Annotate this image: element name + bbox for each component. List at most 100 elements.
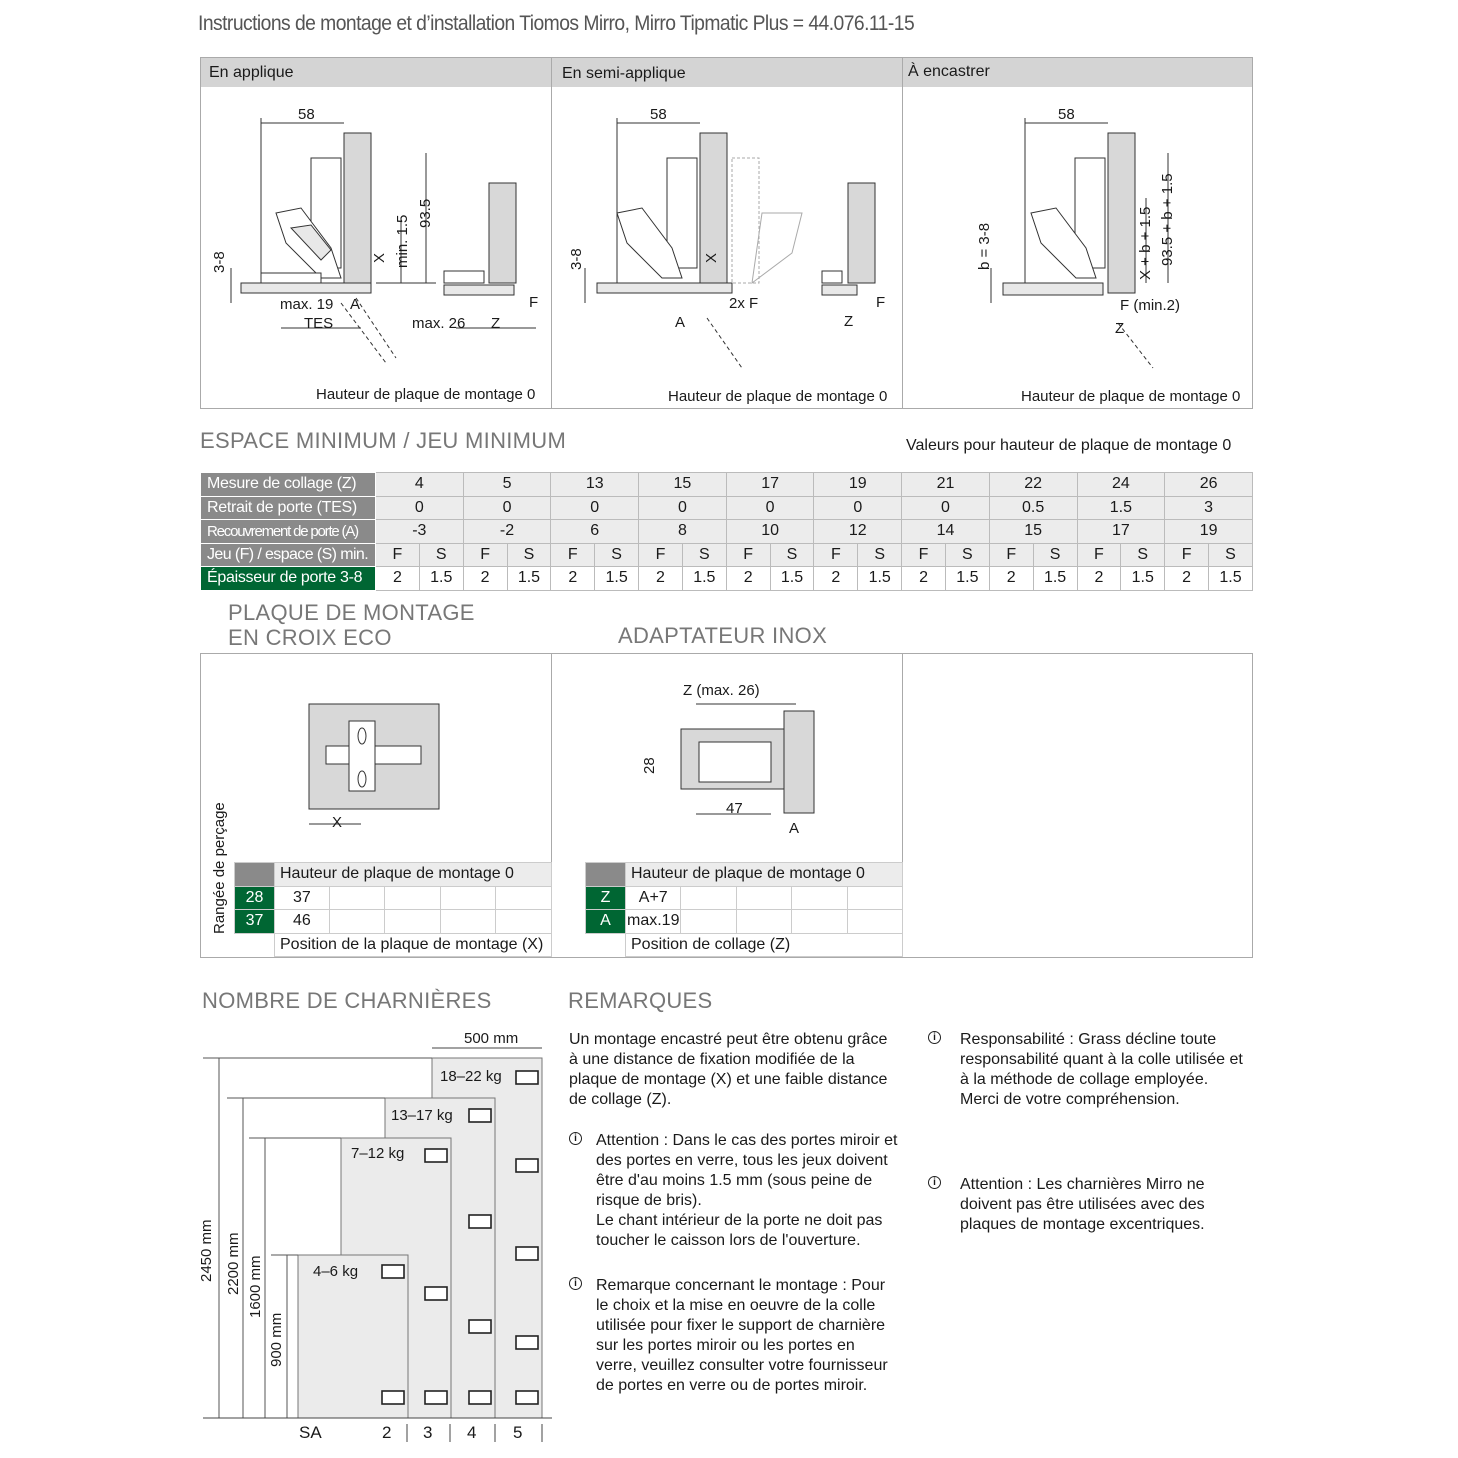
plate-adapter-box: X Rangée de perçage Hauteur de plaque de… bbox=[200, 653, 1253, 958]
table-cell: 1.5 bbox=[1120, 566, 1166, 591]
table-cell: 26 bbox=[1164, 472, 1253, 497]
row-label: Mesure de collage (Z) bbox=[200, 472, 376, 497]
row-label: Épaisseur de porte 3-8 bbox=[200, 566, 376, 591]
dim-x-b: X + b + 1.5 bbox=[1137, 206, 1154, 280]
dim-a: A bbox=[350, 296, 361, 313]
table-cell: S bbox=[1120, 542, 1166, 567]
dim-58: 58 bbox=[650, 106, 667, 123]
table-cell: F bbox=[725, 542, 771, 567]
info-icon: i bbox=[569, 1132, 582, 1145]
table-cell: S bbox=[944, 542, 990, 567]
axis-label: 3 bbox=[423, 1423, 433, 1442]
dim-z: Z bbox=[844, 313, 854, 330]
table-cell: S bbox=[1208, 542, 1253, 567]
table-cell: 0.5 bbox=[988, 495, 1078, 520]
dim-47: 47 bbox=[726, 800, 743, 817]
width-label: 500 mm bbox=[464, 1030, 519, 1047]
dim-z: Z bbox=[1115, 320, 1125, 337]
dim-x: X bbox=[703, 252, 720, 263]
table-cell: 5 bbox=[462, 472, 552, 497]
table-cell: 2 bbox=[725, 566, 771, 591]
hinge-marker-icon bbox=[468, 1108, 492, 1123]
hinge-diagram-semi-applique bbox=[584, 118, 876, 369]
remark-intro: Un montage encastré peut être obtenu grâ… bbox=[569, 1031, 888, 1108]
table-cell: 1.5 bbox=[418, 566, 464, 591]
adapter-table-header: Hauteur de plaque de montage 0 bbox=[625, 862, 903, 887]
height-label: 1600 mm bbox=[247, 1255, 264, 1318]
hinge-marker-icon bbox=[381, 1264, 405, 1279]
hinge-marker-icon bbox=[515, 1158, 539, 1173]
table-cell: 15 bbox=[988, 519, 1078, 544]
axis-label: SA bbox=[299, 1423, 322, 1442]
table-cell: F bbox=[638, 542, 683, 567]
dim-tes: TES bbox=[304, 315, 334, 332]
table-cell: 2 bbox=[638, 566, 683, 591]
section-title-min: ESPACE MINIMUM / JEU MINIMUM bbox=[200, 428, 567, 453]
table-cell: 2 bbox=[375, 566, 420, 591]
plate-table-header: Hauteur de plaque de montage 0 bbox=[274, 862, 552, 887]
table-cell: 10 bbox=[725, 519, 815, 544]
table-cell: 2 bbox=[462, 566, 508, 591]
hinge-marker-icon bbox=[424, 1286, 448, 1301]
dim-f: F bbox=[529, 294, 539, 311]
dim-93-5-b: 93.5 + b + 1.5 bbox=[1159, 173, 1176, 266]
table-cell: F bbox=[375, 542, 420, 567]
dim-z-max: Z (max. 26) bbox=[683, 682, 760, 699]
table-cell: S bbox=[418, 542, 464, 567]
table-cell: 14 bbox=[901, 519, 990, 544]
hinge-marker-icon bbox=[515, 1390, 539, 1405]
table-cell: 2 bbox=[1164, 566, 1210, 591]
dim-max-26: max. 26 bbox=[412, 315, 466, 332]
table-cell: 15 bbox=[638, 472, 727, 497]
table-cell: S bbox=[506, 542, 552, 567]
hinge-marker-icon bbox=[424, 1148, 448, 1163]
hinge-marker-icon bbox=[515, 1070, 539, 1085]
table-cell: 0 bbox=[901, 495, 990, 520]
table-cell: F bbox=[813, 542, 859, 567]
info-icon: i bbox=[928, 1176, 941, 1189]
axis-label: 2 bbox=[382, 1423, 392, 1442]
row-key: Z bbox=[585, 885, 626, 910]
remark-text: Responsabilité : Grass décline toute res… bbox=[960, 1031, 1243, 1108]
table-cell: 0 bbox=[550, 495, 640, 520]
height-label: 900 mm bbox=[268, 1312, 285, 1367]
row-key: 37 bbox=[234, 909, 275, 934]
table-cell: 24 bbox=[1076, 472, 1166, 497]
table-cell: 6 bbox=[550, 519, 640, 544]
table-cell: 2 bbox=[550, 566, 596, 591]
hinge-marker-icon bbox=[468, 1214, 492, 1229]
section-title-plate-1: PLAQUE DE MONTAGE bbox=[228, 600, 475, 625]
adapter-table-footer: Position de collage (Z) bbox=[625, 932, 903, 957]
dim-58: 58 bbox=[298, 106, 315, 123]
table-cell: 3 bbox=[1164, 495, 1253, 520]
hinge-marker-icon bbox=[515, 1246, 539, 1261]
weight-label: 4–6 kg bbox=[313, 1263, 359, 1280]
row-value: 37 bbox=[274, 885, 330, 910]
table-cell: F bbox=[1076, 542, 1122, 567]
table-cell: S bbox=[594, 542, 640, 567]
axis-label: 5 bbox=[513, 1423, 523, 1442]
dim-z: Z bbox=[491, 315, 501, 332]
axis-label: 4 bbox=[467, 1423, 477, 1442]
dim-f: F bbox=[876, 294, 886, 311]
panel-caption: Hauteur de plaque de montage 0 bbox=[1021, 388, 1241, 405]
table-cell: 1.5 bbox=[1076, 495, 1166, 520]
table-cell: S bbox=[1032, 542, 1078, 567]
table-cell: 1.5 bbox=[769, 566, 815, 591]
table-cell: 2 bbox=[901, 566, 946, 591]
height-label: 2200 mm bbox=[225, 1232, 242, 1295]
remark-text: Remarque concernant le montage : Pour le… bbox=[596, 1277, 888, 1394]
installation-panels: En applique En semi-applique À encastrer… bbox=[200, 57, 1253, 409]
table-cell: F bbox=[550, 542, 596, 567]
remark-text: Attention : Les charnières Mirro ne doiv… bbox=[960, 1176, 1205, 1233]
dim-28: 28 bbox=[641, 757, 658, 774]
table-cell: 13 bbox=[550, 472, 640, 497]
section-title-remarks: REMARQUES bbox=[568, 988, 713, 1013]
table-cell: 0 bbox=[813, 495, 903, 520]
remark-attention-1: i Attention : Dans le cas des portes mir… bbox=[569, 1131, 904, 1251]
remark-text: Attention : Dans le cas des portes miroi… bbox=[596, 1132, 898, 1209]
hinge-diagram-applique bbox=[230, 118, 536, 364]
